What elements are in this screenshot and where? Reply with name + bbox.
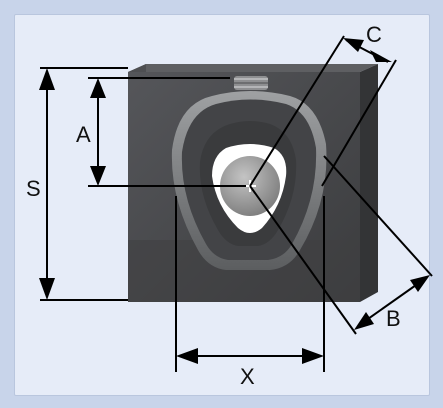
b-arrow-upper [410,275,430,292]
screw-head [234,76,268,90]
x-arrow-right [302,348,324,364]
label-x: X [240,364,255,389]
a-arrow-bottom [90,166,106,186]
s-arrow-top [39,68,55,90]
label-s: S [26,176,41,201]
a-arrow-top [90,78,106,98]
block-top-face [128,64,378,72]
c-arrow-right [370,50,392,62]
c-extension-center [249,35,345,187]
s-arrow-bottom [39,278,55,300]
b-extension-side [323,155,433,277]
x-arrow-left [176,348,198,364]
arrowheads [39,38,430,364]
b-arrow-lower [354,312,374,330]
block-side-face [360,64,378,302]
label-a: A [76,122,91,147]
label-c: C [366,22,382,47]
c-extension-side [321,59,397,187]
label-b: B [386,306,401,331]
b-extension-center [249,185,357,335]
c-arrow-left [343,38,364,52]
